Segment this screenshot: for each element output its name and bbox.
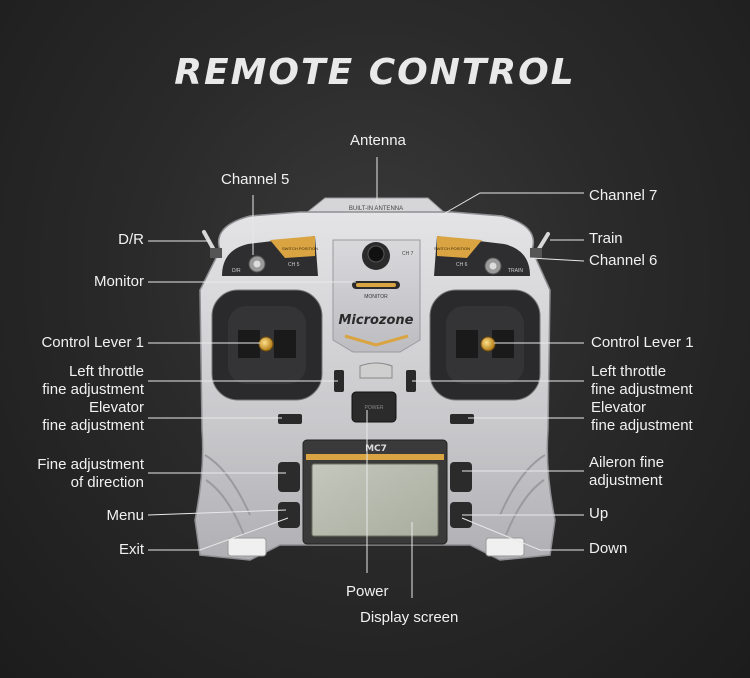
label-control-lever-left: Control Lever 1	[41, 334, 144, 351]
label-channel5: Channel 5	[221, 171, 290, 188]
right-shoulder-panel: SWITCH POSITION CH 6 TRAIN	[434, 236, 530, 276]
right-elevator-trim[interactable]	[450, 414, 474, 424]
label-monitor: Monitor	[93, 273, 144, 290]
right-throttle-trim[interactable]	[406, 370, 416, 392]
switch-tag-right: SWITCH POSITION	[434, 246, 470, 251]
channel6-switch[interactable]	[484, 257, 502, 275]
left-elevator-trim[interactable]	[278, 414, 302, 424]
channel5-switch[interactable]	[248, 255, 266, 273]
page-title: REMOTE CONTROL	[174, 52, 576, 93]
display-screen	[311, 463, 439, 537]
label-left-throttle-left-1: Left throttle	[68, 363, 144, 380]
menu-button[interactable]	[278, 502, 300, 528]
left-throttle-trim[interactable]	[334, 370, 344, 392]
left-shoulder-panel: SWITCH POSITION CH 5 D/R	[222, 236, 318, 276]
label-antenna: Antenna	[350, 132, 406, 149]
label-left-throttle-right-1: Left throttle	[591, 363, 667, 380]
power-tag: POWER	[365, 405, 384, 411]
label-fine-direction-1: Fine adjustment	[37, 456, 144, 473]
switch-tag-left: SWITCH POSITION	[282, 246, 318, 251]
label-dr: D/R	[118, 231, 144, 248]
antenna-tag: BUILT-IN ANTENNA	[349, 206, 403, 212]
ch5-tag: CH 5	[288, 262, 300, 268]
label-left-throttle-left-2: fine adjustment	[42, 381, 144, 398]
ch6-tag: CH 6	[456, 262, 468, 268]
label-elevator-right-1: Elevator	[591, 399, 647, 416]
label-down: Down	[589, 540, 628, 557]
label-elevator-left-1: Elevator	[88, 399, 144, 416]
leader-lines	[147, 157, 585, 598]
label-channel7: Channel 7	[589, 187, 658, 204]
label-display-screen: Display screen	[360, 609, 459, 626]
train-tag: TRAIN	[508, 268, 523, 274]
up-button[interactable]	[450, 502, 472, 528]
fine-direction-button[interactable]	[278, 462, 300, 492]
dr-tag: D/R	[232, 268, 241, 274]
label-aileron-1: Aileron fine	[589, 454, 665, 471]
label-control-lever-right: Control Lever 1	[591, 334, 694, 351]
label-channel6: Channel 6	[589, 252, 658, 269]
right-control-lever[interactable]	[480, 336, 496, 352]
label-train: Train	[589, 230, 623, 247]
power-button[interactable]	[351, 391, 397, 423]
dr-switch[interactable]	[202, 230, 222, 258]
model-tag: MC7	[365, 444, 387, 454]
monitor-tag: MONITOR	[364, 294, 388, 300]
label-power: Power	[346, 583, 389, 600]
label-exit: Exit	[118, 541, 144, 558]
train-switch[interactable]	[530, 232, 550, 258]
label-fine-direction-2: of direction	[70, 474, 144, 491]
label-elevator-right-2: fine adjustment	[591, 417, 693, 434]
label-menu: Menu	[106, 507, 144, 524]
label-aileron-2: adjustment	[589, 472, 663, 489]
aileron-trim-button[interactable]	[450, 462, 472, 492]
label-elevator-left-2: fine adjustment	[42, 417, 144, 434]
ch7-tag: CH 7	[402, 251, 414, 257]
center-panel: CH 7 MONITOR Microzone	[332, 239, 421, 353]
left-control-lever[interactable]	[258, 336, 274, 352]
brand-logo: Microzone	[338, 313, 413, 328]
label-left-throttle-right-2: fine adjustment	[591, 381, 693, 398]
label-up: Up	[589, 505, 609, 522]
